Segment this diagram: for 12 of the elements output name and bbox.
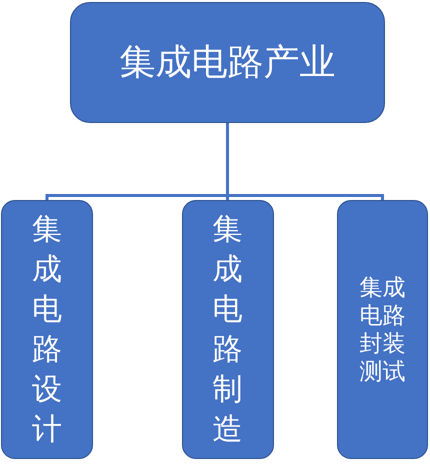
rounded-box [337, 200, 428, 459]
connector-line [46, 194, 226, 200]
rounded-box [182, 200, 274, 459]
connector-line [226, 123, 229, 194]
rounded-box [70, 2, 385, 123]
connector-line [229, 194, 384, 200]
box-label: 集成电路设计 [31, 210, 63, 448]
box-label: 集成电路制造 [212, 210, 244, 448]
rounded-box [1, 200, 93, 459]
box-label: 集成电路产业 [120, 40, 336, 84]
connector-line [226, 194, 229, 200]
box-label: 集成电路封装测试 [358, 274, 406, 386]
